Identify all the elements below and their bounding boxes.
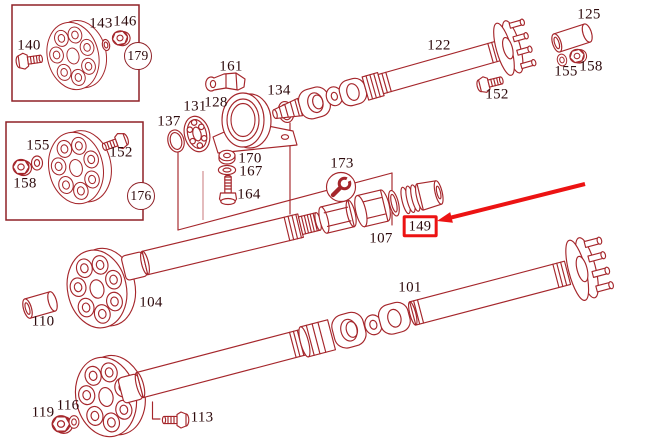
part-164-bolt xyxy=(218,174,238,206)
part-143-clip xyxy=(101,38,111,52)
part-149-threaded-cap xyxy=(400,180,444,215)
part-128-center-bearing-housing xyxy=(212,92,298,154)
part-label-101[interactable]: 101 xyxy=(398,279,422,296)
part-label-152[interactable]: 152 xyxy=(109,144,133,161)
shaft-101 xyxy=(117,236,614,404)
part-label-128[interactable]: 128 xyxy=(204,94,228,111)
part-label-149-highlighted[interactable]: 149 xyxy=(402,215,438,237)
part-label-164[interactable]: 164 xyxy=(237,186,261,203)
part-label-104[interactable]: 104 xyxy=(139,294,163,311)
part-label-140[interactable]: 140 xyxy=(17,37,41,54)
part-label-155[interactable]: 155 xyxy=(26,137,50,154)
highlight-arrow xyxy=(437,182,586,223)
shaft-122 xyxy=(272,18,537,120)
part-label-125[interactable]: 125 xyxy=(577,6,601,23)
part-label-131[interactable]: 131 xyxy=(183,98,207,115)
part-label-152b[interactable]: 152 xyxy=(485,86,509,103)
part-label-116[interactable]: 116 xyxy=(56,397,80,414)
part-110-sleeve xyxy=(22,291,58,319)
part-label-155b[interactable]: 155 xyxy=(554,63,578,80)
part-131-bearing xyxy=(183,115,211,153)
part-113-bolt xyxy=(161,411,190,429)
part-140-bolt xyxy=(14,50,45,71)
part-158-nut xyxy=(12,158,33,177)
leader-lines xyxy=(151,122,393,420)
part-label-113[interactable]: 113 xyxy=(190,409,214,426)
part-label-173[interactable]: 173 xyxy=(330,155,354,172)
part-label-158b[interactable]: 158 xyxy=(579,58,603,75)
part-161-bracket xyxy=(205,72,246,92)
part-label-137[interactable]: 137 xyxy=(157,113,181,130)
part-label-122[interactable]: 122 xyxy=(427,37,451,54)
part-label-143[interactable]: 143 xyxy=(89,15,113,32)
part-label-134[interactable]: 134 xyxy=(267,82,291,99)
flex-disc-176 xyxy=(41,124,119,210)
part-label-161[interactable]: 161 xyxy=(219,58,243,75)
kit-box-176 xyxy=(5,121,144,221)
part-label-107[interactable]: 107 xyxy=(369,230,393,247)
part-167-washer xyxy=(217,164,237,176)
part-label-146[interactable]: 146 xyxy=(113,13,137,30)
part-116-washer xyxy=(68,415,80,429)
part-label-170[interactable]: 170 xyxy=(238,150,262,167)
part-125-sleeve xyxy=(551,23,593,53)
shaft-104 xyxy=(121,180,444,281)
part-label-179[interactable]: 179 xyxy=(124,42,152,70)
part-137-seal xyxy=(167,129,185,153)
part-label-110[interactable]: 110 xyxy=(31,313,55,330)
part-170-nut xyxy=(218,149,236,165)
part-label-176[interactable]: 176 xyxy=(127,182,155,210)
part-label-158[interactable]: 158 xyxy=(13,175,37,192)
part-155-washer xyxy=(30,155,44,171)
wrench-icon xyxy=(325,171,357,203)
part-label-119[interactable]: 119 xyxy=(31,404,55,421)
part-label-167[interactable]: 167 xyxy=(239,163,263,180)
